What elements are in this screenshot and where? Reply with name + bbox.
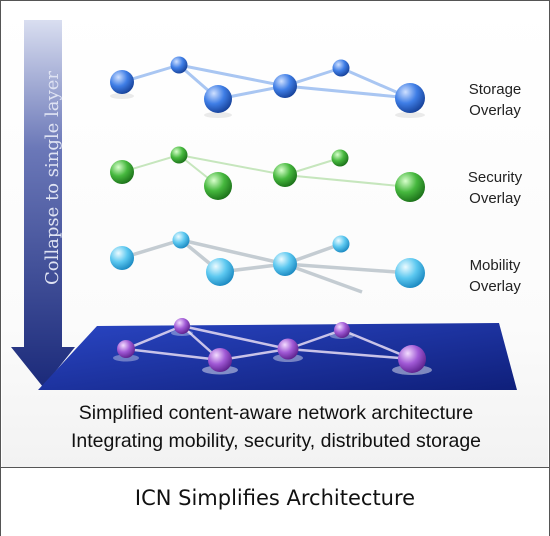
storage-node xyxy=(332,59,350,77)
unified-node xyxy=(398,345,426,373)
security-node xyxy=(204,172,232,200)
unified-node xyxy=(277,338,299,360)
storage-node xyxy=(110,70,134,94)
description-line-1: Simplified content-aware network archite… xyxy=(78,402,474,424)
collapse-arrow xyxy=(11,20,75,387)
mobility-node xyxy=(172,231,190,249)
mobility-node xyxy=(332,235,350,253)
unified-node xyxy=(174,318,190,334)
storage-node xyxy=(395,83,425,113)
mobility-node xyxy=(110,246,134,270)
security-node xyxy=(170,146,188,164)
security-node xyxy=(110,160,134,184)
description-line-2: Integrating mobility, security, distribu… xyxy=(70,430,482,452)
unified-node xyxy=(208,348,232,372)
storage-overlay-label: Storage Overlay xyxy=(468,81,522,119)
single-layer-plane xyxy=(38,318,517,390)
storage-node xyxy=(170,56,188,74)
mobility-overlay-label: Mobility Overlay xyxy=(469,257,521,295)
unified-node xyxy=(334,322,350,338)
caption-box: ICN Simplifies Architecture xyxy=(1,467,549,536)
storage-node xyxy=(273,74,297,98)
mobility-overlay-network xyxy=(110,231,425,294)
storage-node xyxy=(204,85,232,113)
mobility-node xyxy=(273,252,297,276)
security-node xyxy=(395,172,425,202)
security-overlay-network xyxy=(110,146,425,202)
security-node xyxy=(331,149,349,167)
collapse-arrow-label: Collapse to single layer xyxy=(42,71,63,285)
unified-node xyxy=(117,340,135,358)
security-node xyxy=(273,163,297,187)
diagram-panel: Collapse to single layer Storage Overlay… xyxy=(2,2,548,468)
storage-overlay-network xyxy=(110,56,425,118)
mobility-node xyxy=(206,258,234,286)
security-overlay-label: Security Overlay xyxy=(467,169,523,207)
network-layers-diagram xyxy=(11,20,517,390)
figure-caption: ICN Simplifies Architecture xyxy=(134,486,416,510)
mobility-node xyxy=(395,258,425,288)
